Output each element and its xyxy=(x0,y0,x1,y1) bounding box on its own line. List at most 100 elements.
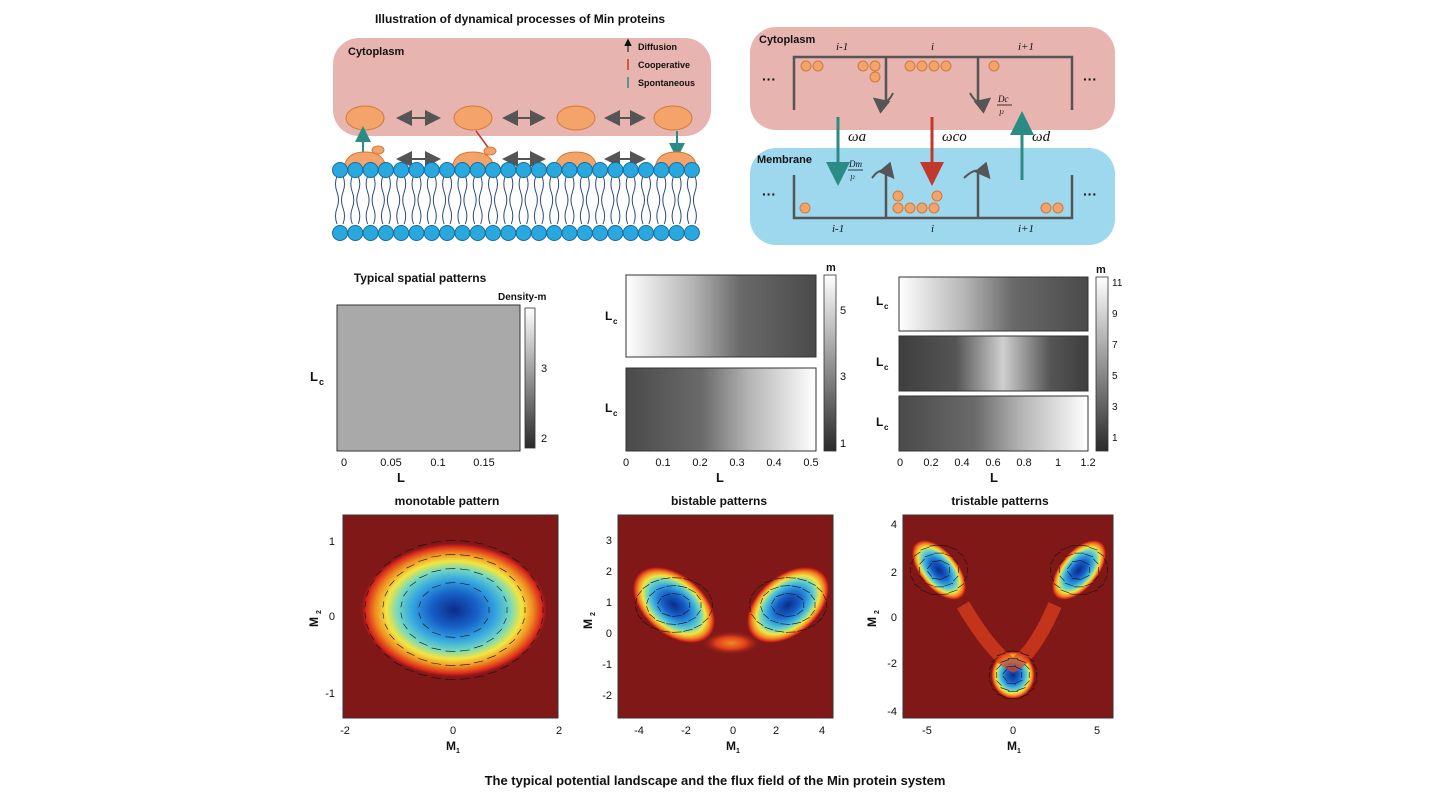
flux-arrow xyxy=(650,626,660,631)
flux-arrow xyxy=(988,663,993,670)
flux-arrow xyxy=(540,618,543,625)
colorbar-1-tick: 2 xyxy=(541,433,547,445)
bottom-lattice-proteins xyxy=(799,190,1064,214)
flux-arrow xyxy=(405,548,414,552)
flux-arrow xyxy=(393,554,402,559)
flux-arrow xyxy=(797,628,807,632)
flux-arrow xyxy=(771,605,776,612)
flux-arrow xyxy=(1067,563,1072,569)
flux-arrow xyxy=(500,665,509,670)
flux-arrow xyxy=(1002,675,1008,682)
flux-arrow xyxy=(517,628,522,635)
spatial-heading: Typical spatial patterns xyxy=(354,271,487,285)
flux-arrow xyxy=(810,594,815,601)
flux-arrow xyxy=(459,649,470,652)
flux-arrow xyxy=(963,575,968,582)
flux-arrow xyxy=(400,601,403,608)
flux-arrow xyxy=(763,613,770,619)
flux-arrow xyxy=(509,575,516,582)
flux-arrow xyxy=(702,586,709,593)
panel-2-xtick: 0.4 xyxy=(766,457,781,469)
top-lattice-proteins xyxy=(800,60,1000,83)
flux-arrow xyxy=(1033,663,1038,670)
panel-2-xtick: 0 xyxy=(623,457,629,469)
panel-3-xlabel: L xyxy=(990,470,998,485)
bistable-xtick: -2 xyxy=(681,725,691,737)
spatial-patterns: Typical spatial patterns Density-m 3 2 L… xyxy=(310,262,1123,485)
ellipsis-bottom-left: ··· xyxy=(762,186,776,202)
flux-arrow xyxy=(473,542,484,545)
bistable-ytick: 0 xyxy=(606,628,612,640)
lattice-membrane-label: Membrane xyxy=(757,154,812,166)
flux-arrow xyxy=(431,662,442,665)
flux-arrow xyxy=(509,638,516,645)
legend-spontaneous: Spontaneous xyxy=(638,78,695,88)
panel-3-xtick: 0.6 xyxy=(985,457,1000,469)
monotable-ylabel-sub: 2 xyxy=(316,610,323,614)
monotable-plot xyxy=(343,515,558,718)
bottom-index-3: i+1 xyxy=(1018,223,1034,235)
flux-arrow xyxy=(364,601,366,608)
flux-arrow xyxy=(1003,697,1014,700)
panel-2-ylabel: L xyxy=(605,401,612,415)
bistable-map-2 xyxy=(625,367,817,452)
flux-arrow xyxy=(796,595,804,601)
monotable-title: monotable pattern xyxy=(395,494,500,508)
flux-arrow xyxy=(924,553,934,558)
flux-arrow xyxy=(459,663,470,666)
bistable-ylabel: M xyxy=(581,619,595,629)
flux-arrow xyxy=(473,587,482,592)
tristable-xtick: 0 xyxy=(1010,725,1016,737)
panel-3-xtick: 0.4 xyxy=(954,457,969,469)
flux-arrow xyxy=(802,588,810,594)
panel-3-ylabel: L xyxy=(876,415,883,429)
flux-arrow xyxy=(763,591,770,597)
flux-arrow xyxy=(1081,574,1090,580)
flux-arrow xyxy=(496,628,503,635)
flux-arrow xyxy=(696,609,701,616)
bistable-ytick: 3 xyxy=(606,535,612,547)
flux-arrow xyxy=(760,605,763,613)
flux-arrow xyxy=(637,590,642,597)
flux-arrow xyxy=(996,693,1006,698)
flux-arrow xyxy=(422,591,429,597)
lipid-head xyxy=(622,225,639,241)
lipid-head xyxy=(668,162,685,178)
ellipsis-bottom-right: ··· xyxy=(1083,186,1097,202)
lipid-head xyxy=(622,162,639,178)
flux-arrow xyxy=(1069,544,1080,547)
flux-arrow xyxy=(418,558,428,562)
colorbar-3-title: m xyxy=(1096,264,1106,276)
flux-arrow xyxy=(1064,553,1074,558)
flux-arrow xyxy=(1064,582,1074,587)
flux-arrow xyxy=(431,677,442,679)
flux-arrow xyxy=(1078,544,1089,547)
bottom-index-2: i xyxy=(931,223,934,235)
flux-arrow xyxy=(375,570,382,576)
flux-arrow xyxy=(816,617,823,624)
flux-arrow xyxy=(671,615,682,617)
flux-arrow xyxy=(486,577,494,583)
flux-arrow xyxy=(646,605,649,613)
spatial-panel-2: m 5 3 1 L c L c 0 0.1 0.2 0.3 0.4 0.5 L xyxy=(605,262,846,485)
panel-3-xtick: 1 xyxy=(1055,457,1061,469)
flux-arrow xyxy=(660,577,671,580)
flux-arrow xyxy=(1088,546,1098,551)
bistable-xlabel-sub: 1 xyxy=(736,748,740,755)
landscape-monotable: monotable pattern 1 0 -1 -2 0 2 M 1 M 2 xyxy=(307,494,562,755)
flux-arrow xyxy=(459,554,470,557)
flux-arrow xyxy=(708,610,713,617)
flux-arrow xyxy=(683,628,693,632)
panel-3-ylabel: L xyxy=(876,294,883,308)
tristable-ytick: -2 xyxy=(887,658,897,670)
lipid-head xyxy=(592,162,609,178)
lipid-head xyxy=(653,162,670,178)
flux-arrow xyxy=(486,637,494,643)
spatial-panel-3: m 11 9 7 5 3 1 L c L c L c 0 0.2 0.4 0.6… xyxy=(876,264,1123,485)
flux-arrow xyxy=(521,649,529,655)
flux-arrow xyxy=(996,664,1002,670)
bistable-map-1 xyxy=(625,274,817,358)
tristable-map-3 xyxy=(898,395,1089,452)
flux-arrow xyxy=(646,597,649,605)
flux-arrow xyxy=(382,601,385,608)
